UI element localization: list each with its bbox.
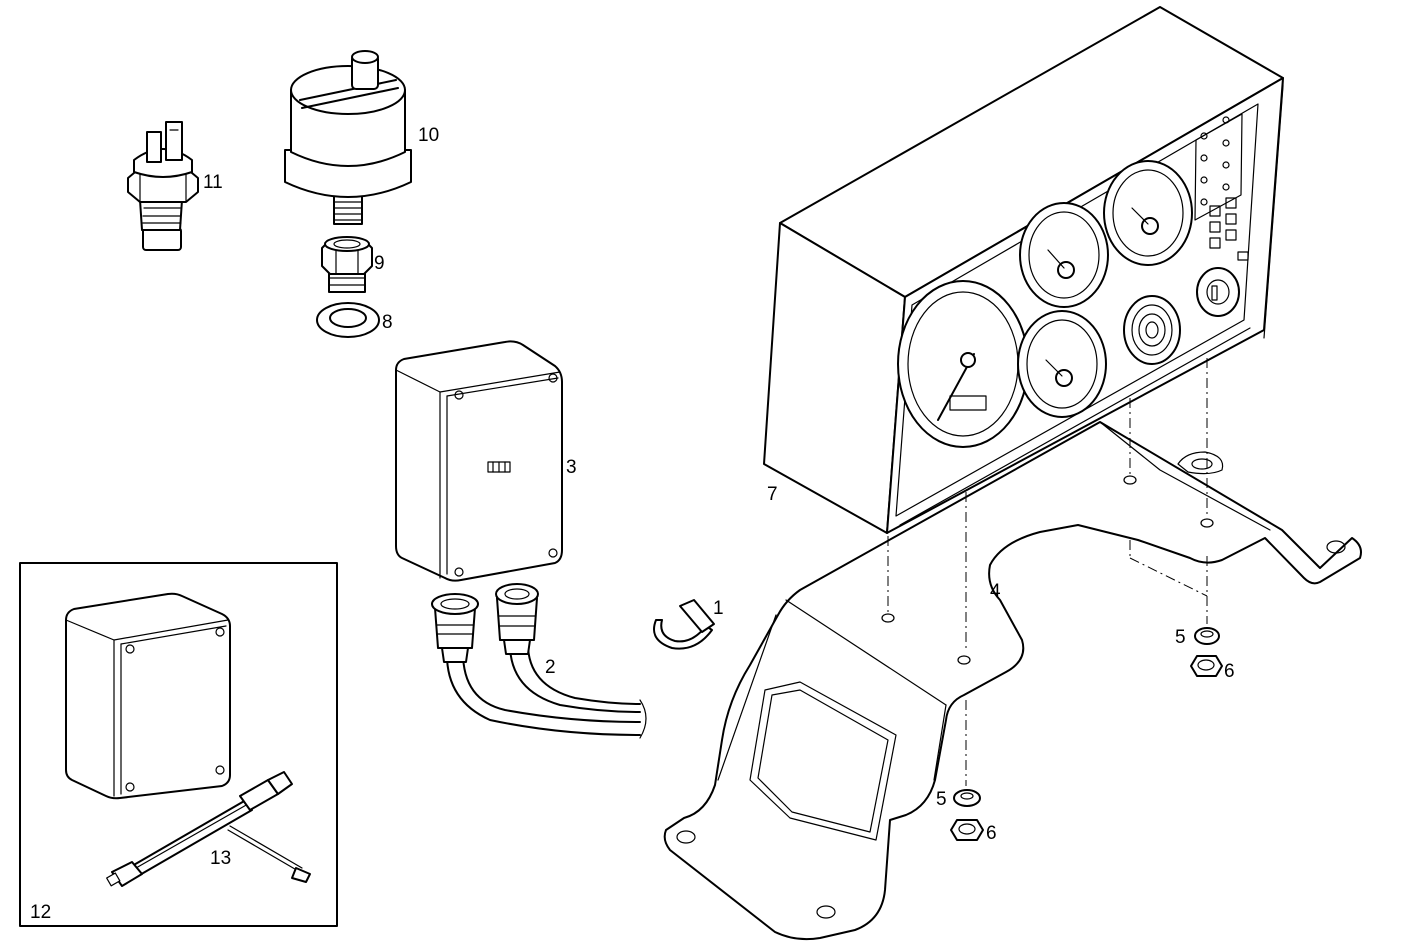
callout-5-lower: 5 (936, 789, 947, 810)
callout-1: 1 (713, 598, 724, 619)
hex-nut-part-6-lower[interactable] (950, 819, 984, 841)
callout-8: 8 (382, 312, 393, 333)
callout-2: 2 (545, 657, 556, 678)
callout-11: 11 (203, 172, 223, 193)
callout-4: 4 (990, 581, 1001, 602)
pressure-switch-part-11[interactable] (127, 121, 199, 251)
callout-6-lower: 6 (986, 823, 997, 844)
callout-3: 3 (566, 457, 577, 478)
cable-harness-part-2[interactable] (431, 583, 647, 739)
inset-kit-part-12[interactable] (19, 562, 338, 927)
assembly-centerlines (887, 358, 1208, 786)
callout-12: 12 (30, 902, 51, 923)
callout-10: 10 (418, 125, 439, 146)
callout-13: 13 (210, 848, 231, 869)
callout-9: 9 (374, 253, 385, 274)
callout-7: 7 (767, 484, 778, 505)
lock-washer-part-5-lower[interactable] (953, 789, 981, 807)
control-box-part-3[interactable] (395, 340, 563, 582)
callout-6-upper: 6 (1224, 661, 1235, 682)
cable-clamp-part-1[interactable] (653, 599, 715, 650)
hex-nut-part-6-upper[interactable] (1190, 655, 1223, 677)
adapter-fitting-part-9[interactable] (321, 236, 373, 293)
mounting-bracket-part-4[interactable] (663, 421, 1362, 941)
instrument-panel-part-7[interactable] (763, 6, 1284, 534)
lock-washer-part-5-upper[interactable] (1194, 627, 1220, 645)
pressure-sender-part-10[interactable] (284, 50, 412, 225)
callout-labels: 1 2 3 4 5 6 5 6 7 8 9 10 11 12 13 (30, 125, 1235, 923)
sealing-washer-part-8[interactable] (316, 302, 380, 338)
wire-harness-part-13[interactable] (106, 771, 311, 887)
callout-5-upper: 5 (1175, 627, 1186, 648)
